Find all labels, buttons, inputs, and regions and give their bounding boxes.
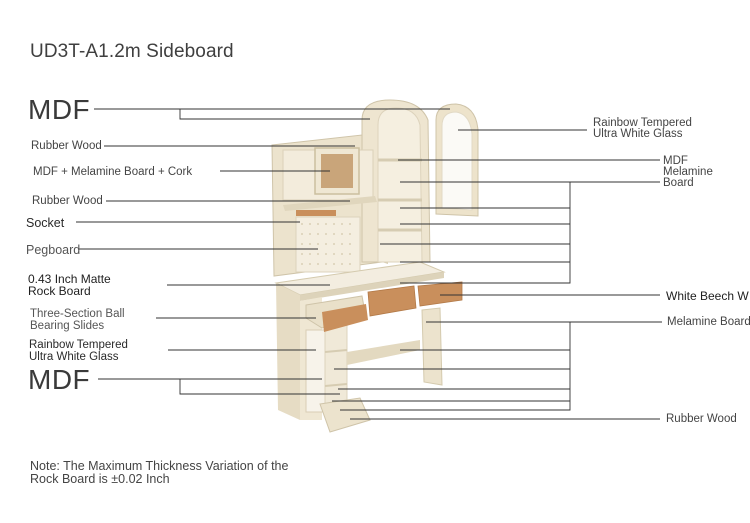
label-rubber-wood-right: Rubber Wood — [666, 413, 737, 425]
label-rock-board: 0.43 Inch Matte Rock Board — [28, 273, 111, 297]
label-ball-slides: Three-Section Ball Bearing Slides — [30, 308, 125, 332]
thickness-note-line1: Note: The Maximum Thickness Variation of… — [30, 459, 289, 473]
label-mdf-melamine-line1: MDF — [663, 155, 688, 167]
label-glass-top-line1: Rainbow Tempered — [593, 117, 692, 129]
label-mdf-melamine-line2: Melamine — [663, 166, 713, 178]
label-mdf-melamine-cork: MDF + Melamine Board + Cork — [33, 166, 193, 178]
label-rock-board-line1: 0.43 Inch Matte — [28, 272, 111, 286]
label-ball-slides-line2: Bearing Slides — [30, 320, 105, 332]
label-mdf-top: MDF — [28, 94, 91, 125]
label-mdf-melamine-line3: Board — [663, 177, 694, 189]
label-glass-bottom-line2: Ultra White Glass — [29, 351, 119, 363]
label-rubber-wood-1: Rubber Wood — [31, 140, 102, 152]
label-mdf-bottom: MDF — [28, 364, 91, 395]
label-mdf-melamine: MDF Melamine Board — [663, 155, 713, 189]
label-socket: Socket — [26, 216, 65, 230]
thickness-note-line2: Rock Board is ±0.02 Inch — [30, 472, 170, 486]
page-title: UD3T-A1.2m Sideboard — [30, 41, 234, 62]
thickness-note: Note: The Maximum Thickness Variation of… — [30, 460, 288, 486]
label-glass-top-line2: Ultra White Glass — [593, 128, 683, 140]
label-white-beech: White Beech W — [666, 289, 749, 303]
label-glass-bottom: Rainbow Tempered Ultra White Glass — [29, 339, 128, 363]
label-pegboard: Pegboard — [26, 243, 81, 257]
leader-lines — [76, 108, 662, 420]
label-ball-slides-line1: Three-Section Ball — [30, 308, 125, 320]
label-rock-board-line2: Rock Board — [28, 284, 91, 298]
label-rubber-wood-2: Rubber Wood — [32, 195, 103, 207]
label-glass-top: Rainbow Tempered Ultra White Glass — [593, 117, 692, 140]
label-melamine-board: Melamine Board — [667, 316, 750, 328]
label-glass-bottom-line1: Rainbow Tempered — [29, 339, 128, 351]
sideboard-illustration — [271, 99, 479, 433]
